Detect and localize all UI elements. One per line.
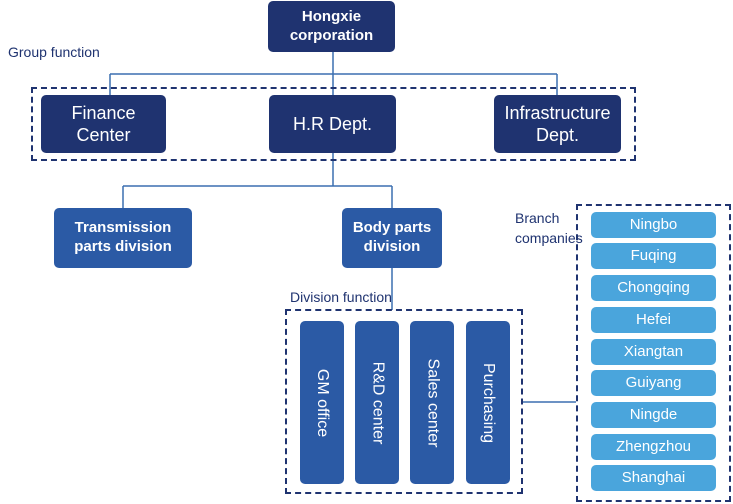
branch-item: Xiangtan	[591, 339, 716, 365]
branch-item: Fuqing	[591, 243, 716, 269]
node-purchasing-label: Purchasing	[480, 362, 498, 443]
branch-item: Ningbo	[591, 212, 716, 238]
branch-item-label: Hefei	[635, 310, 672, 328]
node-hongxie-corporation: Hongxie corporation	[268, 1, 395, 52]
node-purchasing: Purchasing	[466, 321, 510, 484]
branch-item-label: Ningde	[629, 405, 678, 423]
node-finance-label: Finance Center	[71, 102, 136, 146]
branch-item: Ningde	[591, 402, 716, 428]
node-hr-dept: H.R Dept.	[269, 95, 396, 153]
branch-item-label: Ningbo	[629, 215, 678, 233]
branch-item-label: Zhengzhou	[615, 437, 692, 455]
branch-item-label: Chongqing	[617, 278, 690, 296]
branch-companies-text: Branch companies	[515, 210, 583, 246]
branch-companies-frame	[576, 204, 731, 502]
node-body-parts-label: Body parts division	[352, 219, 432, 255]
node-transmission-division: Transmission parts division	[54, 208, 192, 268]
branch-item-label: Guiyang	[625, 373, 682, 391]
node-rd-center-label: R&D center	[369, 361, 387, 444]
node-transmission-label: Transmission parts division	[74, 219, 172, 255]
branch-item: Shanghai	[591, 465, 716, 491]
branch-companies-label: Branch companies	[515, 208, 583, 248]
node-gm-office: GM office	[300, 321, 344, 484]
node-rd-center: R&D center	[355, 321, 399, 484]
branch-item: Hefei	[591, 307, 716, 333]
node-finance-center: Finance Center	[41, 95, 166, 153]
node-infrastructure-dept: Infrastructure Dept.	[494, 95, 621, 153]
branch-item: Zhengzhou	[591, 434, 716, 460]
branch-item-label: Shanghai	[621, 468, 686, 486]
division-function-label: Division function	[290, 289, 392, 305]
node-hongxie-label: Hongxie corporation	[289, 7, 374, 44]
group-function-label: Group function	[8, 44, 100, 60]
node-sales-center-label: Sales center	[424, 358, 441, 447]
division-function-frame	[285, 309, 523, 494]
node-sales-center: Sales center	[410, 321, 454, 484]
branch-item-label: Fuqing	[630, 246, 677, 264]
branch-item: Chongqing	[591, 275, 716, 301]
group-function-frame	[31, 87, 636, 161]
node-body-parts-division: Body parts division	[342, 208, 442, 268]
branch-item-label: Xiangtan	[623, 342, 684, 360]
branch-item: Guiyang	[591, 370, 716, 396]
node-infrastructure-label: Infrastructure Dept.	[504, 102, 611, 146]
node-hr-label: H.R Dept.	[292, 113, 373, 134]
node-gm-office-label: GM office	[314, 368, 332, 437]
